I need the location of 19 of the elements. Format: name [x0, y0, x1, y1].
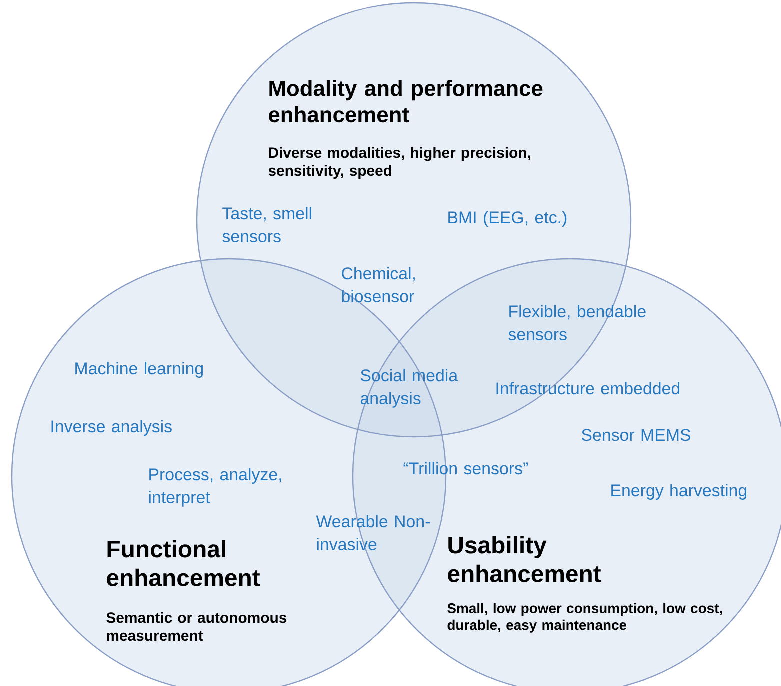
heading: Usability enhancement — [448, 536, 602, 582]
item-label: Social media analysis — [360, 369, 458, 408]
item-label: Taste, smell sensors — [222, 207, 312, 243]
item-label: Infrastructure embedded — [496, 382, 680, 395]
item-label: Inverse analysis — [52, 420, 172, 436]
heading: Functional enhancement — [107, 540, 260, 586]
item-label: Wearable Non-invasive — [316, 515, 430, 551]
item-label: Sensor MEMS — [582, 429, 691, 442]
description: Diverse modalities, higher precision, sensitivity, speed — [268, 147, 530, 180]
item-label: “Trillion sensors” — [404, 462, 528, 475]
item-label: Energy harvesting — [612, 484, 747, 500]
item-label: Chemical, biosensor — [342, 267, 415, 303]
description: Small, low power consumption, low cost, durable, easy maintenance — [448, 603, 722, 633]
description: Semantic or autonomous measurement — [106, 612, 287, 642]
item-label: Flexible, bendable sensors — [508, 305, 646, 341]
item-label: Machine learning — [76, 362, 203, 378]
heading: Modality and performance enhancement — [269, 80, 543, 123]
item-label: Process, analyze, interpret — [149, 468, 282, 507]
item-label: BMI (EEG, etc.) — [448, 211, 567, 227]
